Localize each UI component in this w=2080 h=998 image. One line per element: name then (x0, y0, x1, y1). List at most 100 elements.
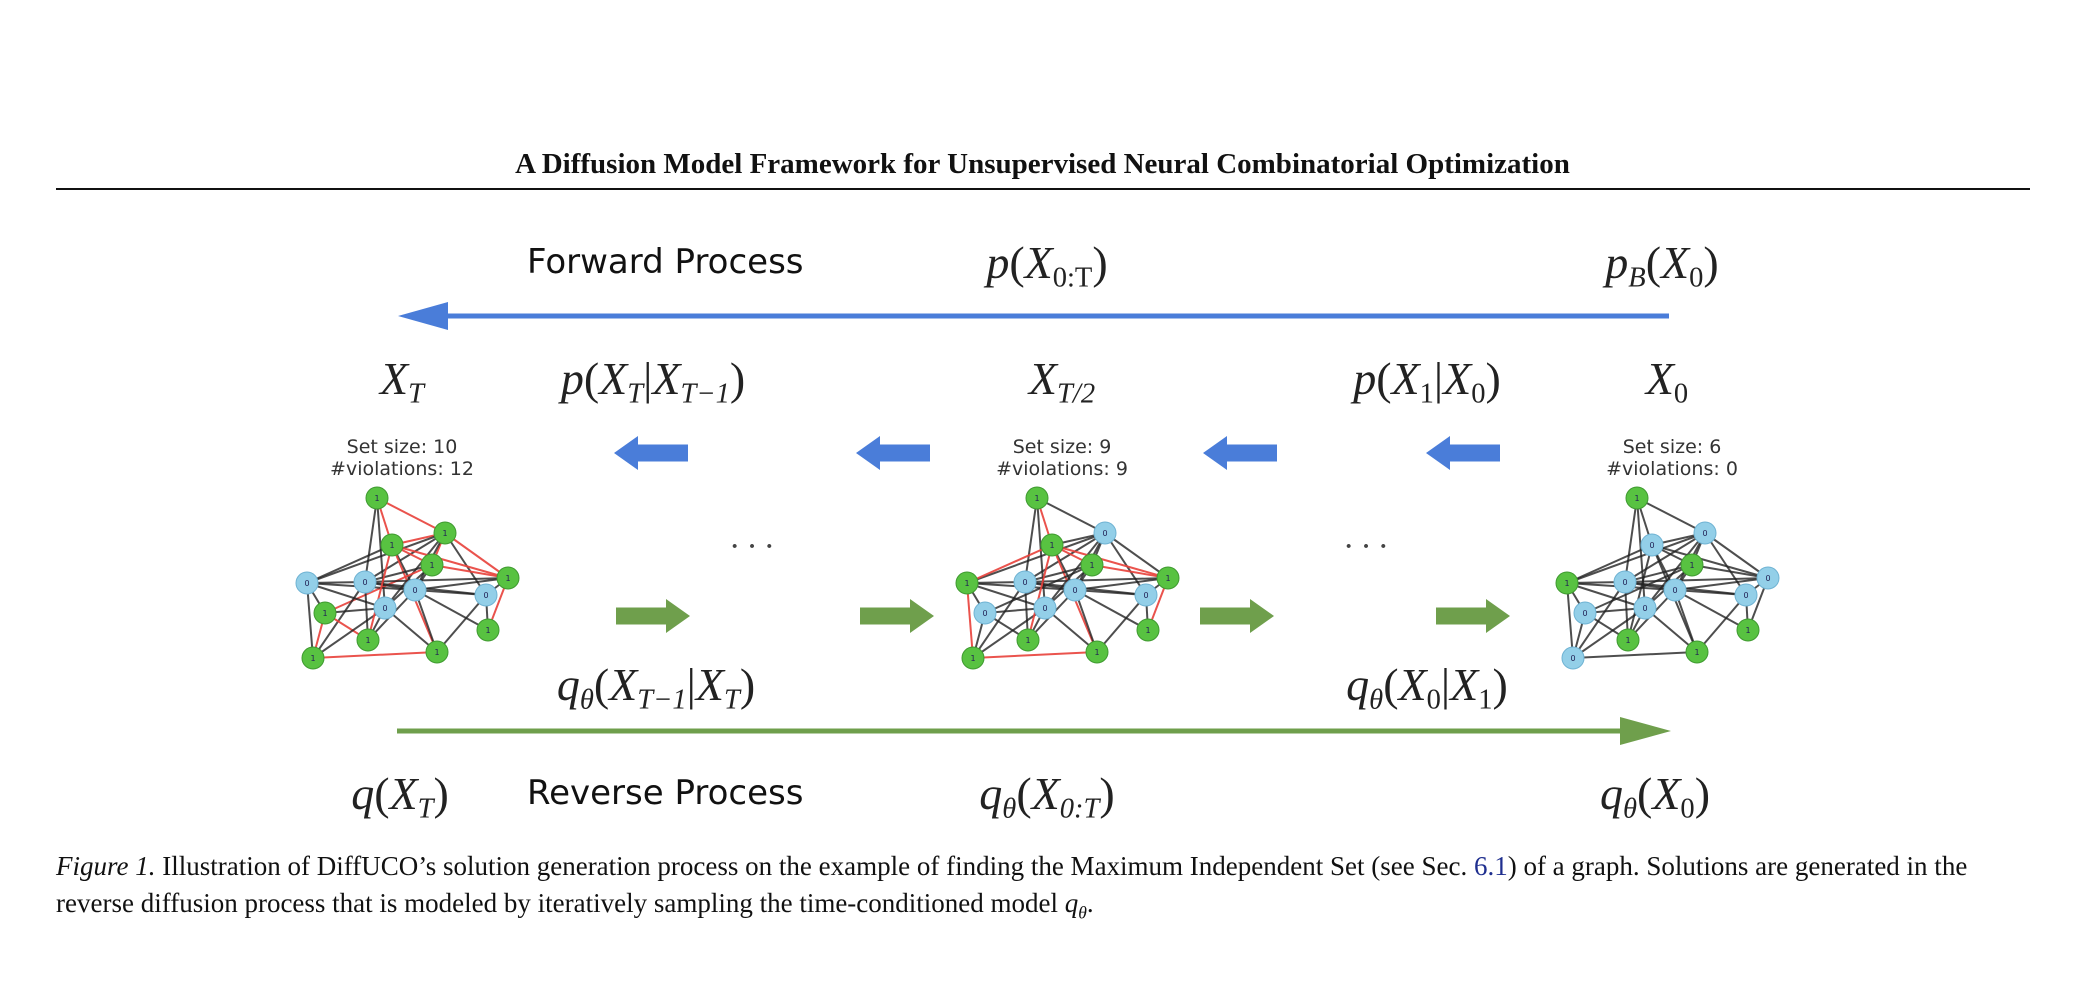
node-label: 1 (1634, 494, 1639, 503)
node-label: 0 (1642, 604, 1647, 613)
node-label: 1 (1694, 648, 1699, 657)
node-label: 1 (1165, 574, 1170, 583)
graph-edge (1636, 497, 1646, 609)
graph-edge (984, 564, 1093, 614)
graph-edge (966, 582, 1046, 609)
math-symbol: T (408, 378, 424, 410)
node-label: 0 (1582, 609, 1587, 618)
graph-xt-stats: Set size: 10 #violations: 12 (330, 436, 474, 480)
node-label: 0 (982, 609, 987, 618)
violation-edge (431, 564, 509, 579)
math-symbol: p (560, 353, 584, 404)
node-label: 0 (1022, 578, 1027, 587)
math-symbol: X (1443, 353, 1472, 404)
graph-edge (414, 589, 487, 596)
forward-step-arrow-icon (856, 436, 930, 470)
ellipsis-right: ··· (1343, 528, 1395, 565)
violation-edge (972, 651, 1098, 659)
unselected-node (1033, 596, 1057, 620)
math-symbol: 0 (1689, 262, 1704, 294)
math-symbol: ) (433, 768, 449, 819)
graph-edge (1644, 532, 1706, 609)
node-label: 1 (1625, 636, 1630, 645)
violations-label: #violations: 12 (330, 458, 474, 480)
graph-edge (972, 581, 1026, 659)
graph-edge (1584, 564, 1693, 614)
graph-edge (1024, 532, 1106, 583)
math-symbol: q (556, 659, 580, 710)
graph-edge (1674, 589, 1749, 631)
node-label: 1 (1745, 626, 1750, 635)
math-symbol: ) (1092, 237, 1108, 288)
math-symbol: 0:T (1052, 262, 1093, 294)
selected-node (433, 521, 457, 545)
section-reference-link[interactable]: 6.1 (1473, 851, 1508, 881)
violation-edge (324, 564, 433, 614)
graph-edge (1704, 532, 1769, 579)
math-symbol: 1 (1478, 684, 1493, 716)
graph-edge (306, 582, 386, 609)
math-symbol: T (627, 378, 644, 410)
graph-edge (1044, 532, 1106, 609)
graph-edge (1566, 532, 1706, 584)
node-label: 1 (365, 636, 370, 645)
unselected-node (353, 570, 377, 594)
selected-node (1625, 486, 1649, 510)
selected-node (961, 646, 985, 670)
figure-caption: Figure 1. Illustration of DiffUCO’s solu… (56, 848, 2036, 931)
reverse-step-arrow-icon (1200, 599, 1274, 633)
math-symbol: B (1628, 262, 1646, 294)
node-label: 0 (1649, 541, 1654, 550)
math-symbol: ( (1636, 768, 1653, 819)
graph-edge (1074, 577, 1169, 591)
node-label: 1 (1094, 648, 1099, 657)
selected-node (1016, 628, 1040, 652)
math-symbol: | (1440, 659, 1451, 710)
math-symbol: T (417, 793, 434, 825)
math-symbol: ( (593, 659, 610, 710)
reverse-joint-formula: qθ(X0:T) (979, 767, 1114, 826)
node-label: 0 (483, 591, 488, 600)
set-size-label: Set size: 9 (1012, 436, 1112, 458)
selected-node (420, 553, 444, 577)
graph-xt2-stats: Set size: 9 #violations: 9 (996, 436, 1128, 480)
node-label: 0 (304, 579, 309, 588)
selected-node (1680, 553, 1704, 577)
math-symbol: | (686, 659, 696, 710)
node-label: 0 (1743, 591, 1748, 600)
math-symbol: T/2 (1057, 378, 1096, 410)
node-label: 0 (1072, 586, 1077, 595)
math-symbol: T−1 (680, 378, 730, 410)
unselected-node (373, 596, 397, 620)
math-symbol: X (1024, 237, 1053, 288)
unselected-node (1663, 578, 1687, 602)
graph-edge (1704, 532, 1747, 596)
graph-edge (364, 577, 509, 583)
node-label: 1 (1089, 561, 1094, 570)
graph-edge (444, 532, 487, 596)
node-label: 1 (322, 609, 327, 618)
graph-edge (1036, 497, 1046, 609)
violations-label: #violations: 0 (1606, 458, 1738, 480)
selected-node (1156, 566, 1180, 590)
graph-edge (966, 532, 1106, 584)
math-symbol: X (695, 659, 724, 710)
graph-edge (376, 497, 386, 609)
violation-edge (966, 544, 1053, 584)
reverse-last-step-formula: qθ(X0|X1) (1346, 658, 1508, 717)
violation-edge (367, 544, 393, 641)
math-symbol: 0:T (1059, 793, 1100, 825)
math-symbol: X (1028, 353, 1058, 404)
math-symbol: X (1450, 659, 1479, 710)
node-label: 1 (1049, 541, 1054, 550)
title-rule (56, 188, 2030, 190)
node-label: 1 (429, 561, 434, 570)
violation-edge (312, 651, 438, 659)
node-label: 0 (1042, 604, 1047, 613)
selected-node (1080, 553, 1104, 577)
node-label: 0 (412, 586, 417, 595)
graph-edge (1024, 497, 1038, 583)
math-symbol: 0 (1426, 684, 1441, 716)
violation-edge (444, 532, 509, 579)
selected-node (380, 533, 404, 557)
